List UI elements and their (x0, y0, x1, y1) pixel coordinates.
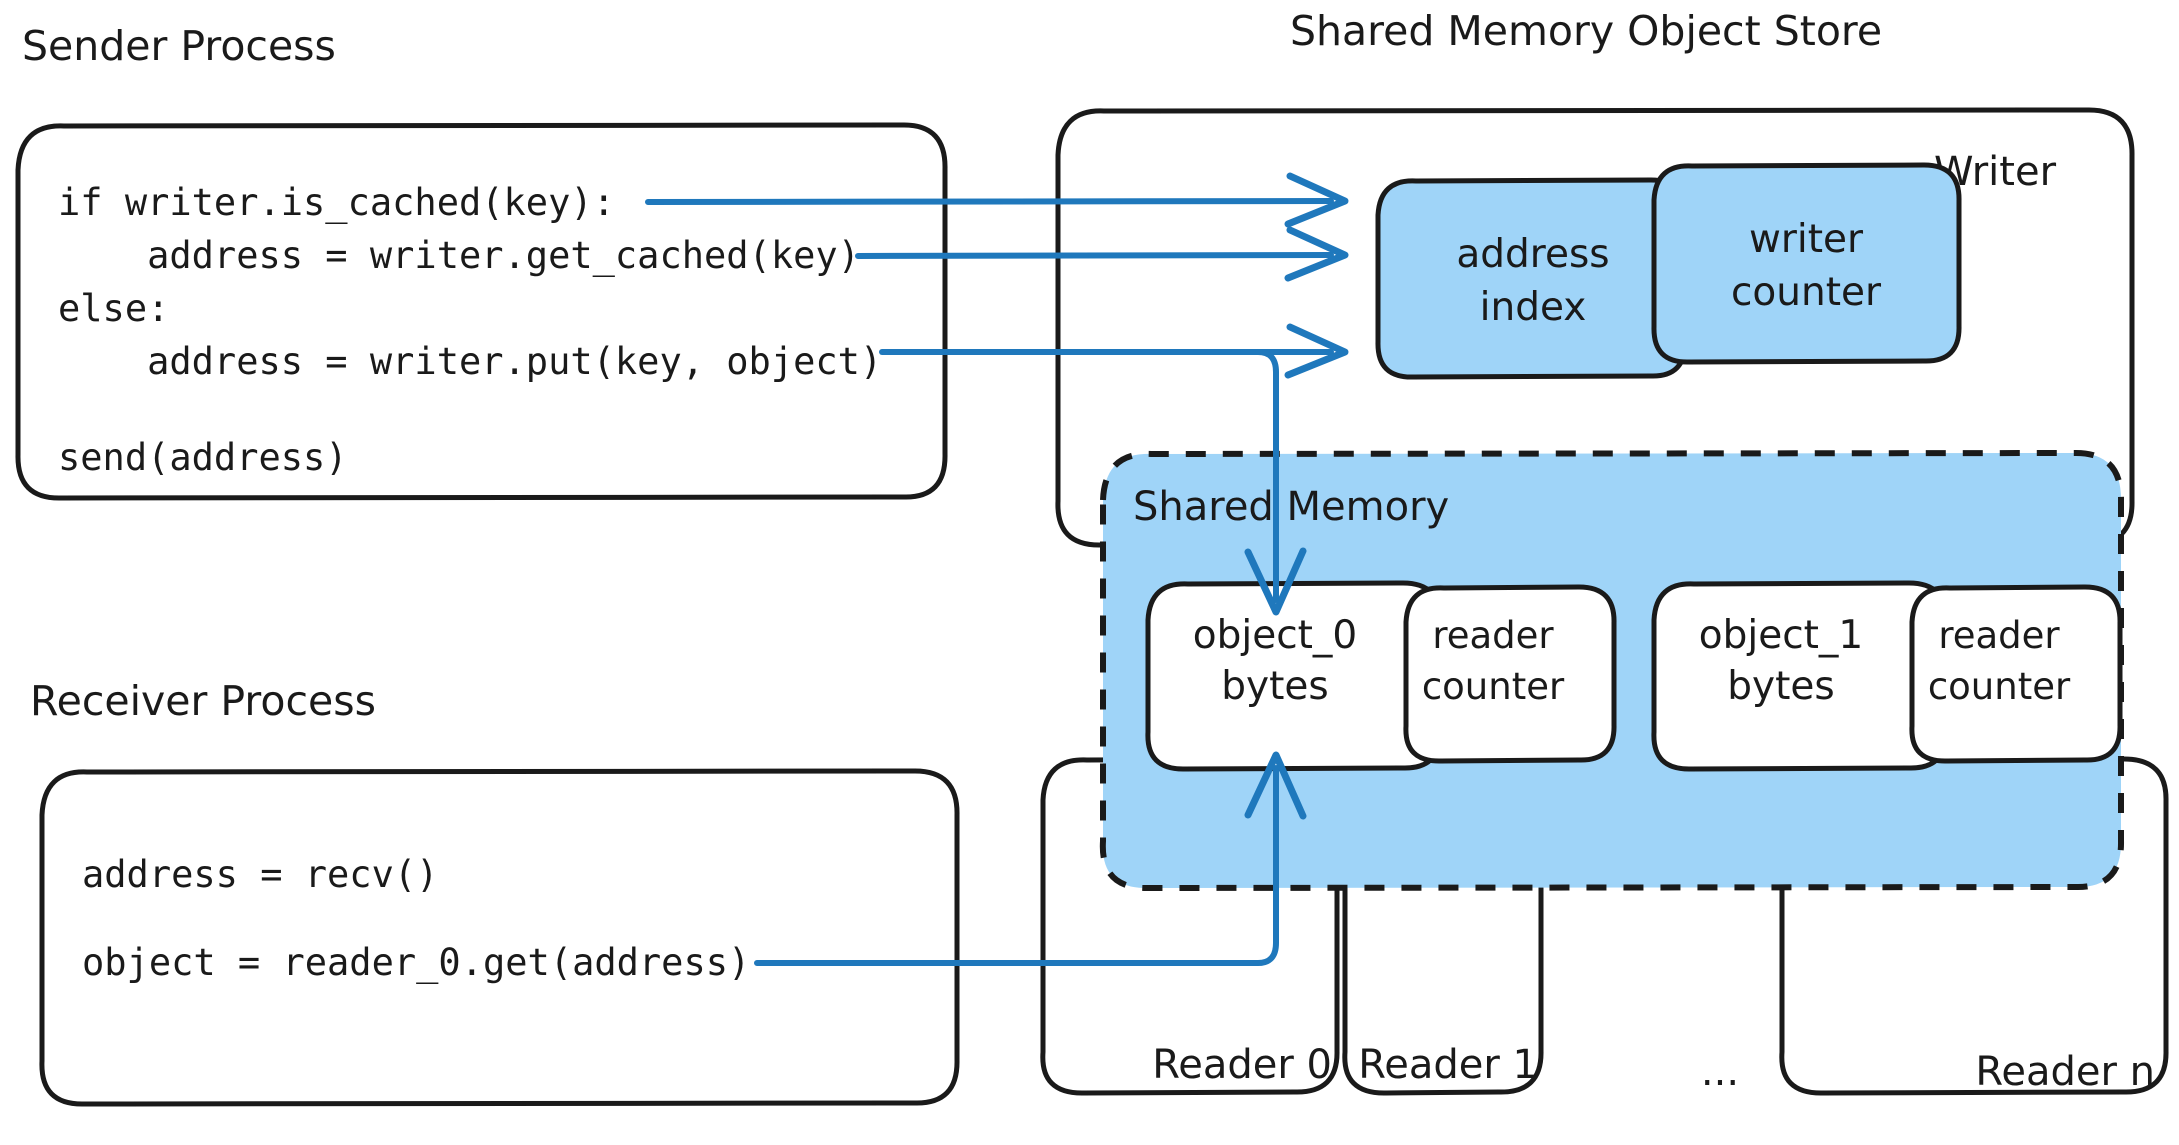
receiver-process-box (39, 768, 960, 1107)
flow-arrows-group (645, 172, 1349, 966)
arrow-get-cached-line (855, 252, 1334, 259)
sender-process-group: Sender Process if writer.is_cached(key):… (15, 22, 948, 501)
readers-ellipsis: ... (1701, 1049, 1739, 1095)
object-0-bytes-label-line2: bytes (1221, 664, 1328, 709)
sender-code-block: if writer.is_cached(key): address = writ… (58, 181, 882, 479)
arrow-is-cached-line (645, 198, 1334, 205)
sender-code-line-2: else: (58, 287, 169, 330)
receiver-code-block: address = recv() object = reader_0.get(a… (82, 853, 750, 985)
arrow-put-head (1284, 323, 1349, 379)
shared-memory-label: Shared Memory (1133, 484, 1449, 530)
sender-process-title: Sender Process (22, 22, 336, 70)
object-1-reader-counter-line2: counter (1928, 665, 2071, 708)
object-0-reader-counter-line1: reader (1432, 614, 1554, 657)
address-index-box (1375, 177, 1688, 380)
writer-counter-box (1651, 162, 1962, 365)
writer-counter-label-line2: counter (1731, 270, 1882, 315)
reader-0-label: Reader 0 (1152, 1042, 1332, 1088)
object-0-reader-counter-box (1403, 584, 1617, 764)
object-0-reader-counter-line2: counter (1422, 665, 1565, 708)
sender-code-line-5: send(address) (58, 436, 348, 479)
arrow-get-cached-head (1284, 226, 1349, 282)
object-store-title: Shared Memory Object Store (1290, 7, 1882, 55)
address-index-label-line2: index (1480, 285, 1587, 330)
reader-1-label: Reader 1 (1358, 1042, 1538, 1088)
object-0-bytes-label-line1: object_0 (1193, 613, 1358, 658)
writer-container-group: Writer address index writer counter (1055, 107, 2135, 548)
object-1-bytes-label-line2: bytes (1727, 664, 1834, 709)
arrow-put-to-object-0-head (1244, 547, 1307, 616)
reader-n-label: Reader n (1975, 1049, 2155, 1095)
sender-code-line-3: address = writer.put(key, object) (58, 340, 882, 383)
sender-code-line-1: address = writer.get_cached(key) (58, 234, 860, 278)
object-1-reader-counter-box (1909, 584, 2123, 764)
object-1-bytes-label-line1: object_1 (1699, 613, 1864, 658)
receiver-process-title: Receiver Process (30, 677, 376, 725)
arrow-reader-get-head (1244, 751, 1307, 820)
receiver-code-line-1: object = reader_0.get(address) (82, 941, 750, 985)
sender-code-line-0: if writer.is_cached(key): (58, 181, 615, 225)
receiver-process-group: Receiver Process address = recv() object… (30, 677, 960, 1107)
address-index-label-line1: address (1456, 232, 1609, 277)
arrow-reader-get-line (754, 765, 1279, 966)
receiver-code-line-0: address = recv() (82, 853, 438, 896)
arrow-is-cached-head (1284, 172, 1349, 228)
shared-memory-region-group: Shared Memory object_0 bytes reader coun… (1099, 449, 2125, 892)
object-1-reader-counter-line1: reader (1938, 614, 2060, 657)
writer-counter-label-line1: writer (1749, 217, 1864, 262)
sender-process-box (15, 122, 948, 501)
arrow-put-to-object-0-line (1255, 349, 1279, 603)
writer-box (1055, 107, 2135, 548)
